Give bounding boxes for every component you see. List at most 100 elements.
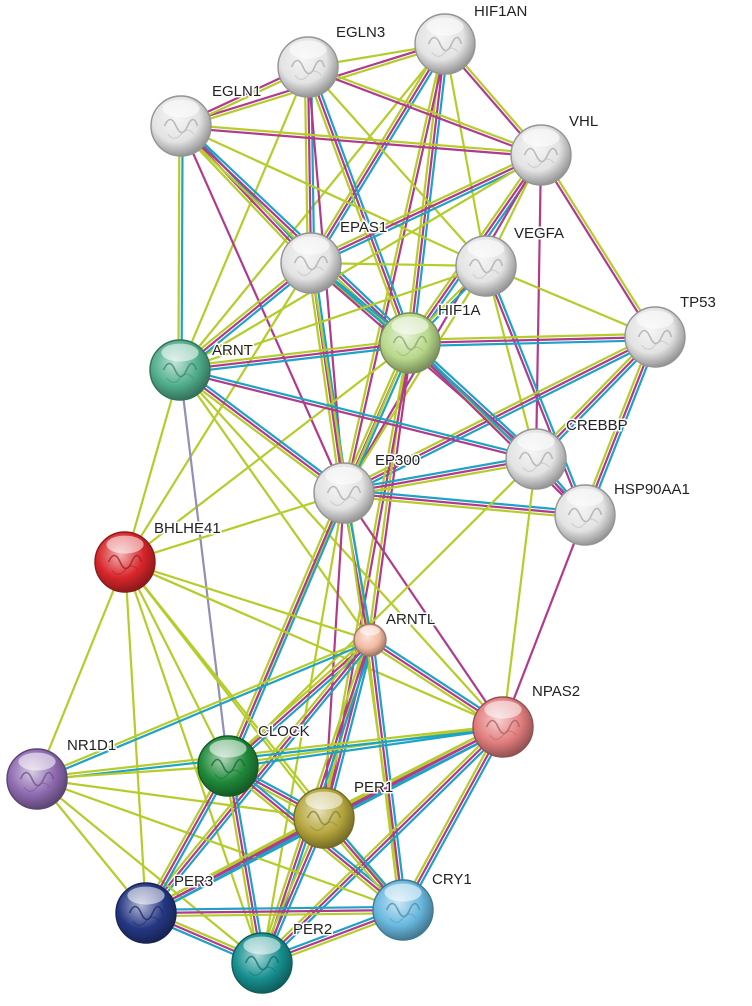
edge-magenta-line [179, 124, 346, 495]
edge-bhlhe41-arntl [123, 560, 372, 642]
sphere-highlight [391, 316, 429, 335]
edge-arntl-clock [224, 636, 374, 770]
edge-yellowgreen-line [365, 639, 401, 912]
node-label: NR1D1 [67, 737, 116, 754]
node-label-halo: TP53 [680, 294, 716, 311]
node-label: HSP90AA1 [614, 481, 690, 498]
node-label-halo: VHL [569, 113, 598, 130]
edge-yellowgreen-line [178, 65, 310, 372]
edge-egln1-vhl [179, 123, 543, 158]
edge-cyan-line [227, 727, 505, 769]
edge-yellowgreen-line [123, 368, 182, 564]
node-label-halo: HIF1A [438, 302, 481, 319]
sphere-highlight [305, 791, 343, 810]
node-label-halo: BHLHE41 [154, 520, 221, 537]
node-label: ARNT [212, 342, 253, 359]
edge-yellowgreen-line [179, 124, 488, 268]
edge-yellowgreen-line [123, 560, 148, 915]
protein-structure-icon [472, 269, 500, 279]
edge-egln3-arnt [178, 65, 310, 372]
node-label: PER2 [293, 921, 332, 938]
edge-npas2-cry1 [399, 724, 507, 913]
edge-yellowgreen-line [176, 371, 344, 497]
edge-magenta-line [309, 42, 447, 265]
edge-nr1d1-per2 [35, 777, 264, 965]
edge-egln1-epas1 [177, 122, 315, 267]
node-label: EGLN1 [212, 83, 261, 100]
sphere-highlight [484, 700, 522, 719]
protein-structure-icon [522, 462, 550, 472]
edge-yellowgreen-line [35, 777, 326, 820]
edge-cyan-line [372, 638, 408, 911]
edge-magenta-line [226, 638, 372, 768]
protein-structure-icon [527, 158, 555, 168]
sphere-highlight [426, 17, 464, 36]
edge-magenta-line [344, 43, 448, 495]
edge-magenta-line [179, 124, 412, 345]
edge-egln1-ep300 [179, 124, 346, 495]
edge-cyan-line [36, 727, 505, 782]
edge-magenta-line [306, 67, 542, 158]
edge-egln3-vegfa [306, 65, 488, 268]
edge-yellowgreen-line [144, 912, 405, 918]
edge-ep300-crebbp [342, 454, 538, 498]
sphere-highlight [360, 625, 380, 636]
edge-cyan-line [179, 367, 538, 459]
edge-magenta-line [309, 153, 543, 265]
sphere-highlight [162, 99, 200, 118]
node-label-halo: PER1 [354, 779, 393, 796]
edge-magenta-line [408, 335, 657, 345]
edge-vegfa-crebbp [484, 264, 538, 461]
node-label-halo: ARNTL [386, 611, 435, 628]
node-label-halo: VEGFA [514, 225, 564, 242]
edge-yellowgreen-line [443, 42, 488, 268]
edge-yellowgreen-line [177, 124, 181, 372]
edge-magenta-line [483, 265, 585, 517]
node-label: VEGFA [514, 225, 564, 242]
node-label-halo: EGLN1 [212, 83, 261, 100]
edge-magenta-line [342, 153, 543, 495]
edge-cyan-line [325, 639, 375, 820]
edge-per3-cry1 [144, 905, 405, 918]
edge-vegfa-ep300 [342, 264, 488, 495]
node-label-halo: HSP90AA1 [614, 481, 690, 498]
edge-cyan-line [404, 727, 507, 913]
node-label-halo: NR1D1 [67, 737, 116, 754]
edge-ep300-per1 [322, 491, 346, 820]
node-label-halo: CRY1 [432, 871, 472, 888]
node-label-halo: CREBBP [566, 417, 628, 434]
edge-cyan-line [343, 488, 587, 513]
edge-magenta-line [322, 491, 346, 820]
edge-magenta-line [538, 154, 655, 339]
protein-structure-icon [571, 518, 599, 528]
edge-magenta-line [401, 725, 505, 912]
edge-yellowgreen-line [408, 332, 657, 341]
protein-structure-icon [431, 47, 459, 57]
sphere-highlight [106, 535, 144, 554]
node-label-halo: PER2 [293, 921, 332, 938]
edge-cyan-line [263, 728, 507, 967]
edge-cyan-line [180, 124, 184, 372]
edge-yellowgreen-line [123, 491, 346, 564]
